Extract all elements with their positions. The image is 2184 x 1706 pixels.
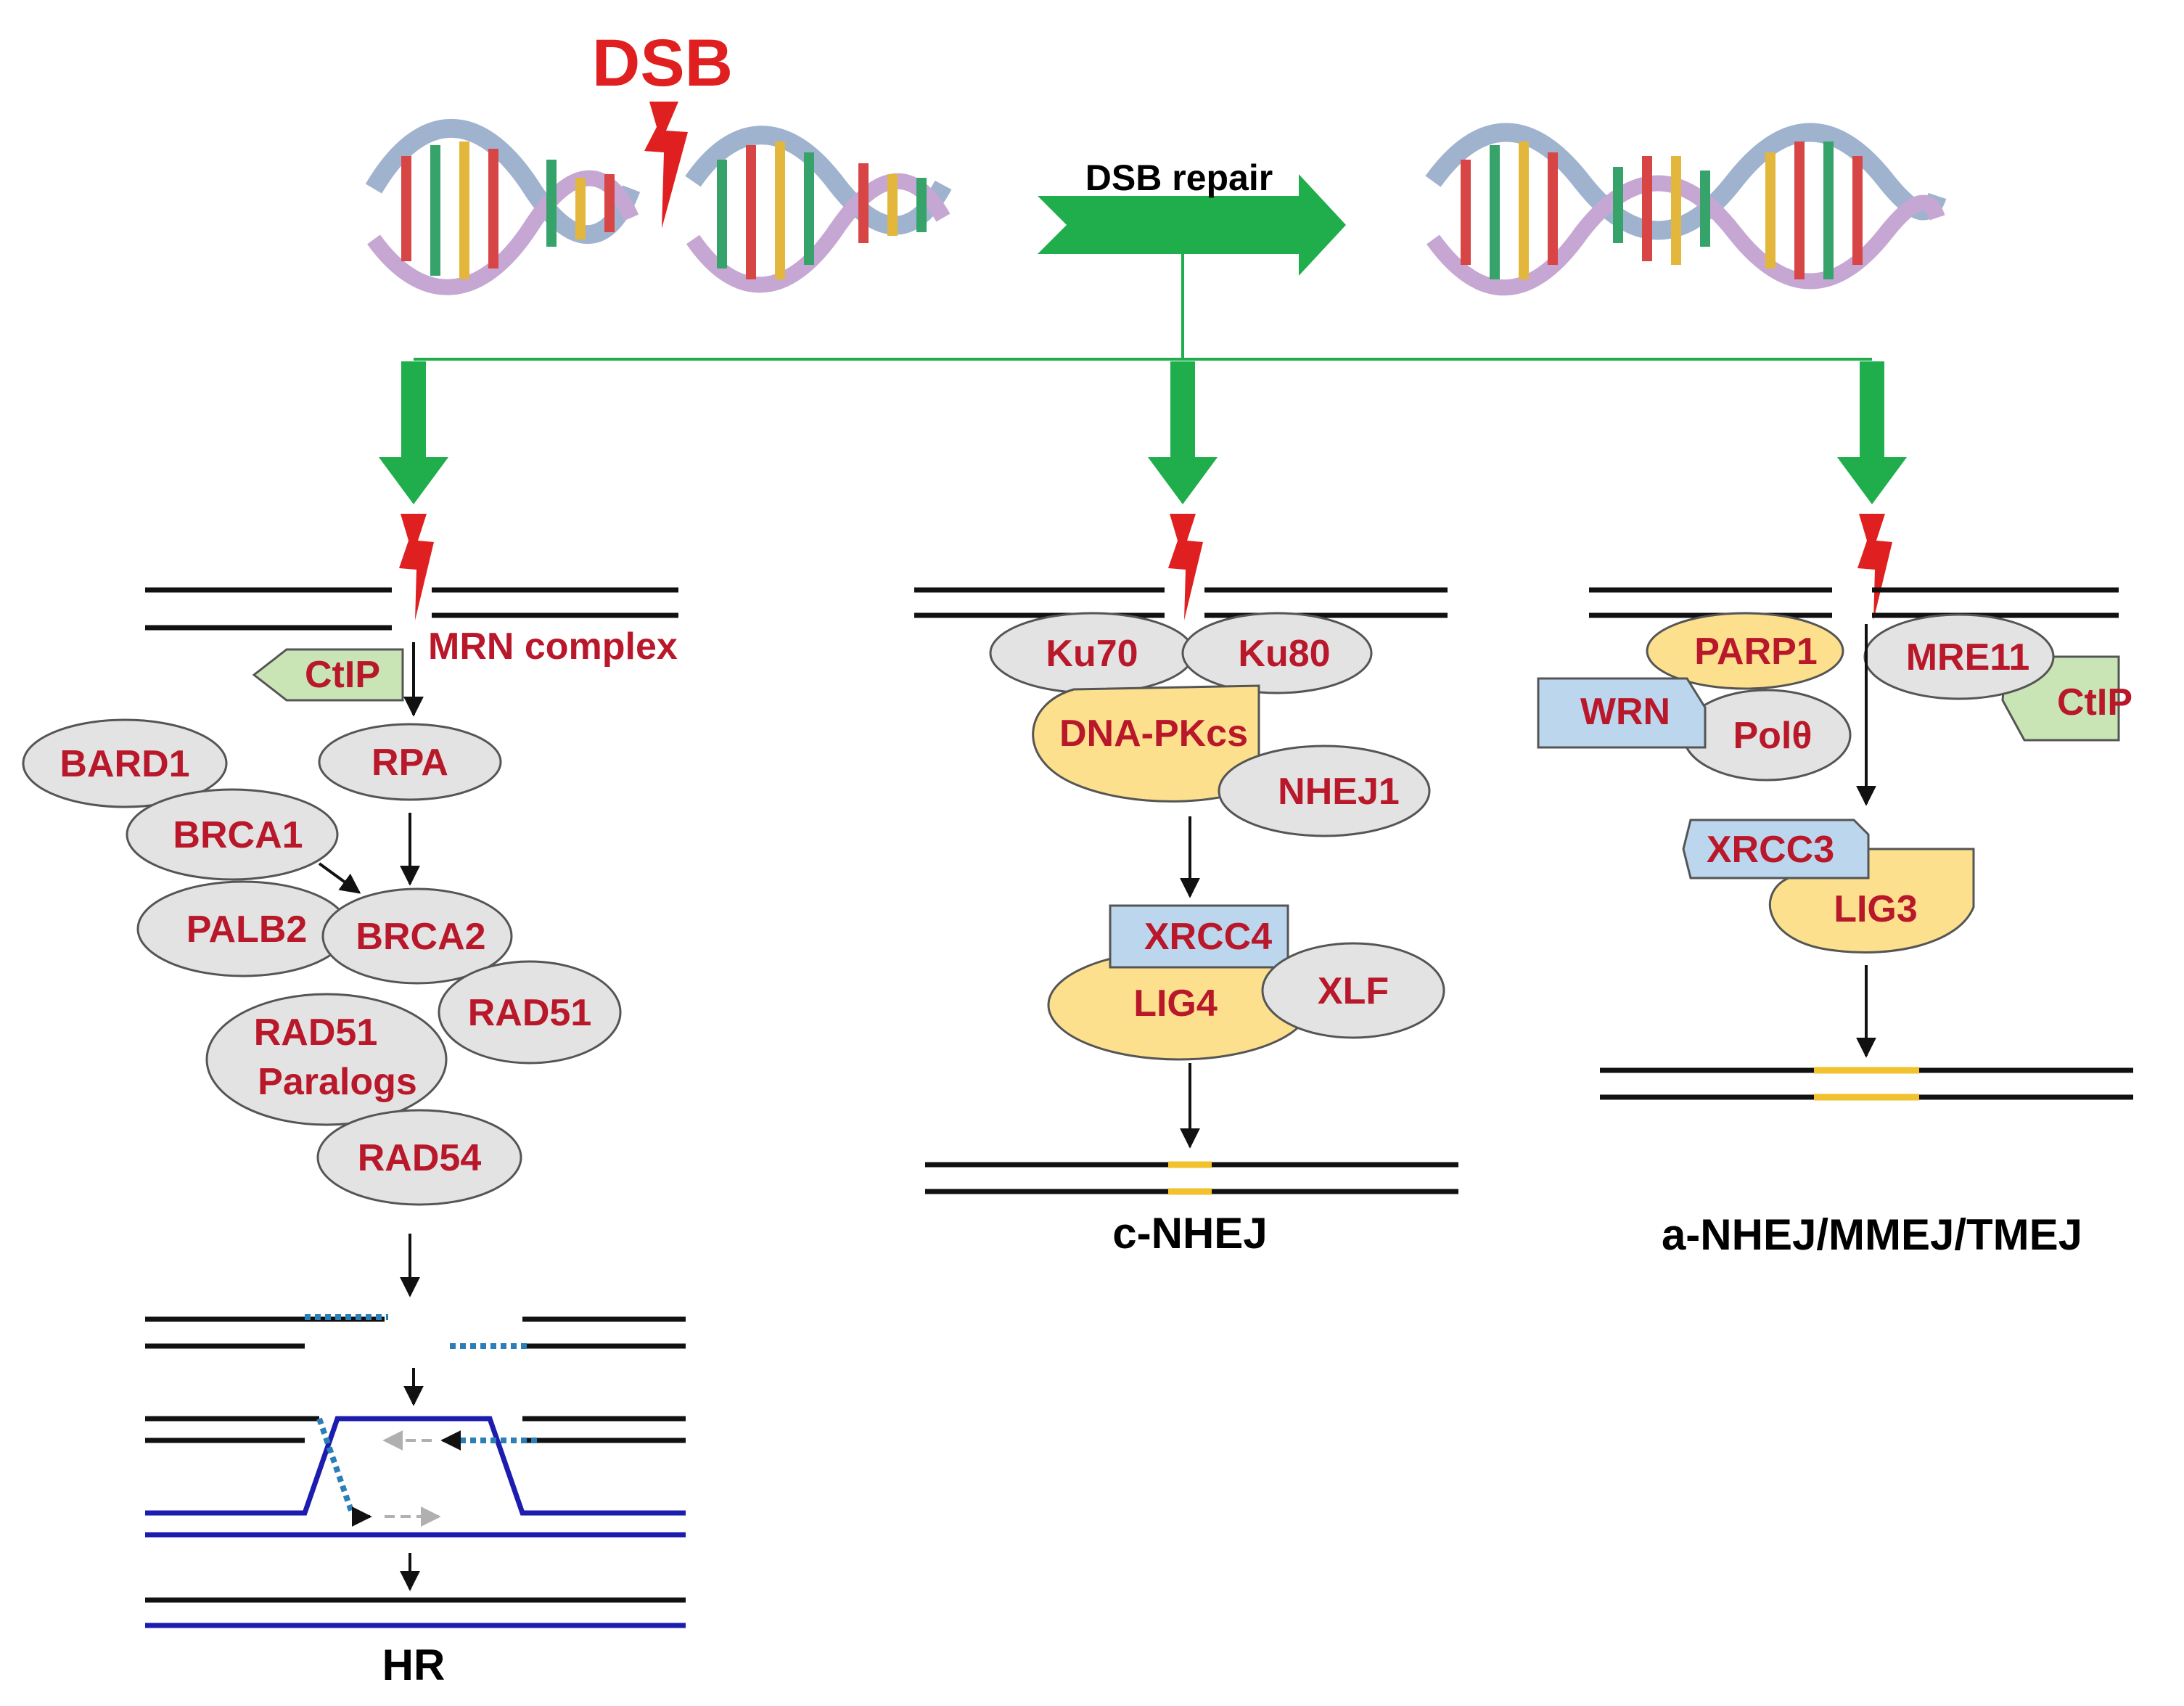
branch-arrow-cnhej bbox=[1148, 361, 1218, 504]
hr-brca2-label: BRCA2 bbox=[356, 916, 485, 958]
branch-connector bbox=[414, 254, 1872, 361]
hr-mrn-complex-label: MRN complex bbox=[428, 626, 678, 668]
cnhej-lig4-label: LIG4 bbox=[1133, 983, 1218, 1025]
branch-arrow-hr bbox=[379, 361, 448, 504]
hr-brca1-oval bbox=[126, 788, 339, 881]
hr-rad51-label: RAD51 bbox=[468, 992, 592, 1034]
hr-ctip-label: CtIP bbox=[305, 654, 380, 696]
hr-rad54-label: RAD54 bbox=[358, 1137, 482, 1179]
hr-rad51-paralogs-label-1: RAD51 bbox=[254, 1012, 378, 1054]
cnhej-xrcc4-box bbox=[1109, 904, 1289, 969]
anhej-pathway-label: a-NHEJ/MMEJ/TMEJ bbox=[1662, 1210, 2082, 1259]
anhej-parp1-oval bbox=[1646, 612, 1844, 690]
cnhej-pathway-label: c-NHEJ bbox=[1112, 1209, 1267, 1258]
hr-pathway: CtIP MRN complex RPA BARD1 BRCA1 PALB2 B… bbox=[22, 514, 686, 1689]
anhej-parp1-label: PARP1 bbox=[1694, 631, 1818, 673]
hr-pathway-label: HR bbox=[382, 1641, 446, 1689]
hr-rad51-paralogs-label-2: Paralogs bbox=[258, 1061, 417, 1103]
dsb-title: DSB bbox=[592, 26, 733, 100]
anhej-wrn-box bbox=[1537, 677, 1707, 749]
cnhej-nhej1-label: NHEJ1 bbox=[1278, 771, 1400, 813]
anhej-dsb-bolt-icon bbox=[1857, 514, 1892, 620]
anhej-poltheta-label: Polθ bbox=[1733, 715, 1812, 757]
anhej-xrcc3-box bbox=[1682, 819, 1870, 879]
anhej-wrn-label: WRN bbox=[1580, 691, 1670, 733]
anhej-lig3-label: LIG3 bbox=[1834, 888, 1918, 930]
hr-brca2-oval bbox=[321, 887, 513, 985]
branch-arrow-anhej bbox=[1837, 361, 1907, 504]
hr-ctip-box bbox=[252, 648, 404, 702]
broken-dna-helix-right bbox=[685, 126, 952, 293]
cnhej-ku70-label: Ku70 bbox=[1046, 633, 1138, 675]
dsb-repair-label: DSB repair bbox=[1085, 157, 1273, 198]
cnhej-ku80-label: Ku80 bbox=[1238, 633, 1330, 675]
dsb-repair-arrow bbox=[1038, 174, 1346, 276]
hr-bard1-oval bbox=[22, 718, 228, 808]
cnhej-xlf-oval bbox=[1261, 942, 1445, 1039]
hr-bard1-label: BARD1 bbox=[59, 743, 189, 785]
cnhej-ku80-oval bbox=[1181, 612, 1373, 694]
anhej-xrcc3-label: XRCC3 bbox=[1707, 829, 1834, 871]
hr-brca1-label: BRCA1 bbox=[173, 814, 303, 856]
anhej-mre11-label: MRE11 bbox=[1906, 636, 2030, 678]
cnhej-dsb-bolt-icon bbox=[1168, 514, 1203, 620]
anhej-ctip-label: CtIP bbox=[2057, 681, 2132, 723]
hr-rpa-oval bbox=[318, 723, 502, 801]
cnhej-dnapkcs-label: DNA-PKcs bbox=[1059, 713, 1248, 755]
hr-rad51-paralogs-oval bbox=[205, 993, 448, 1126]
dsb-bolt-icon bbox=[644, 102, 688, 229]
cnhej-xlf-label: XLF bbox=[1318, 970, 1389, 1012]
cnhej-pathway: Ku70 Ku80 DNA-PKcs NHEJ1 LIG4 XRCC4 XLF … bbox=[914, 514, 1458, 1258]
broken-dna-helix-left bbox=[365, 119, 641, 295]
anhej-pathway: PARP1 CtIP MRE11 Polθ WRN LIG3 XRCC3 a-N… bbox=[1537, 514, 2133, 1259]
repaired-dna-helix bbox=[1425, 123, 1947, 296]
hr-dsb-bolt-icon bbox=[399, 514, 434, 620]
hr-rad51-oval bbox=[438, 960, 622, 1065]
cnhej-xrcc4-label: XRCC4 bbox=[1144, 916, 1272, 958]
cnhej-nhej1-oval bbox=[1218, 745, 1431, 837]
hr-rad54-oval bbox=[316, 1109, 522, 1206]
hr-palb2-label: PALB2 bbox=[186, 909, 308, 951]
hr-rpa-label: RPA bbox=[371, 742, 448, 784]
